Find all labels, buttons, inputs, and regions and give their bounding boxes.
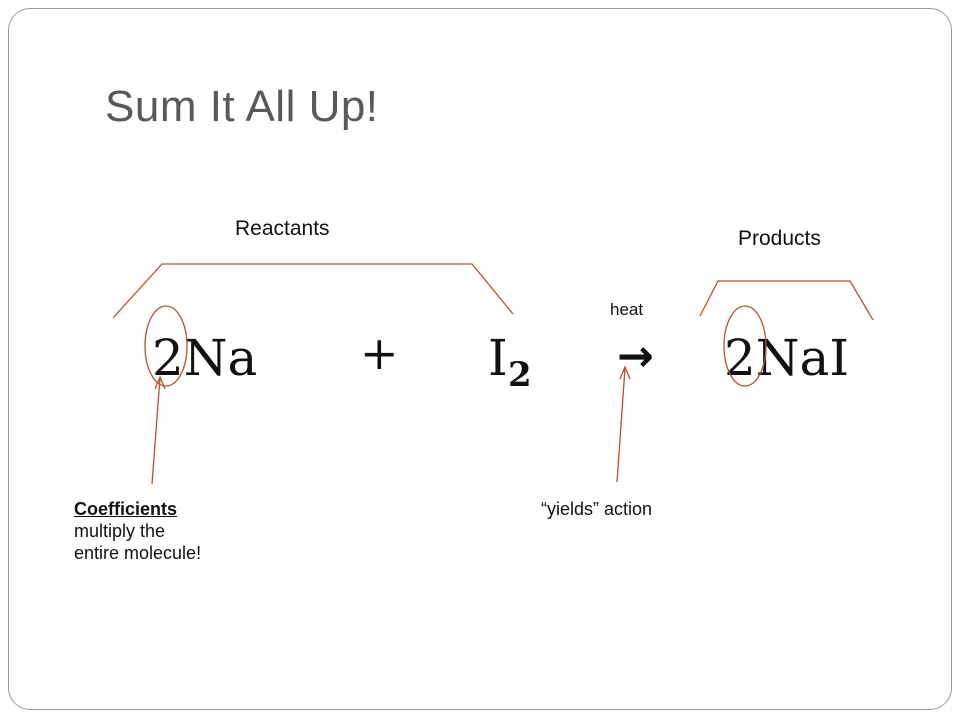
sodium-coefficient-circle — [144, 305, 188, 387]
iodine-subscript: 2 — [508, 355, 532, 395]
products-label: Products — [738, 227, 821, 250]
reactants-bracket — [112, 263, 514, 319]
product-coefficient-circle — [723, 305, 767, 387]
coefficient-pointer-arrowhead — [154, 375, 166, 390]
coefficients-note: Coefficients multiply the entire molecul… — [74, 498, 201, 564]
slide-title: Sum It All Up! — [105, 82, 379, 131]
heat-label: heat — [610, 300, 644, 319]
reactant-sodium: 2Na — [152, 329, 258, 387]
coefficient-pointer-arrow — [151, 377, 161, 485]
coefficients-note-line-1: multiply the — [74, 521, 166, 541]
reactant-iodine: I — [488, 329, 508, 387]
coefficients-note-line-2: entire molecule! — [74, 543, 202, 563]
yields-pointer-arrowhead — [619, 365, 631, 380]
yields-action-label: “yields” action — [541, 499, 653, 519]
product-sodium-iodide: 2NaI — [724, 329, 850, 387]
plus-sign: + — [360, 326, 399, 380]
yields-pointer-arrow — [616, 367, 626, 483]
slide-frame — [8, 8, 952, 710]
coefficients-note-heading: Coefficients — [74, 499, 178, 519]
products-bracket — [699, 280, 874, 321]
reactants-label: Reactants — [235, 217, 330, 240]
